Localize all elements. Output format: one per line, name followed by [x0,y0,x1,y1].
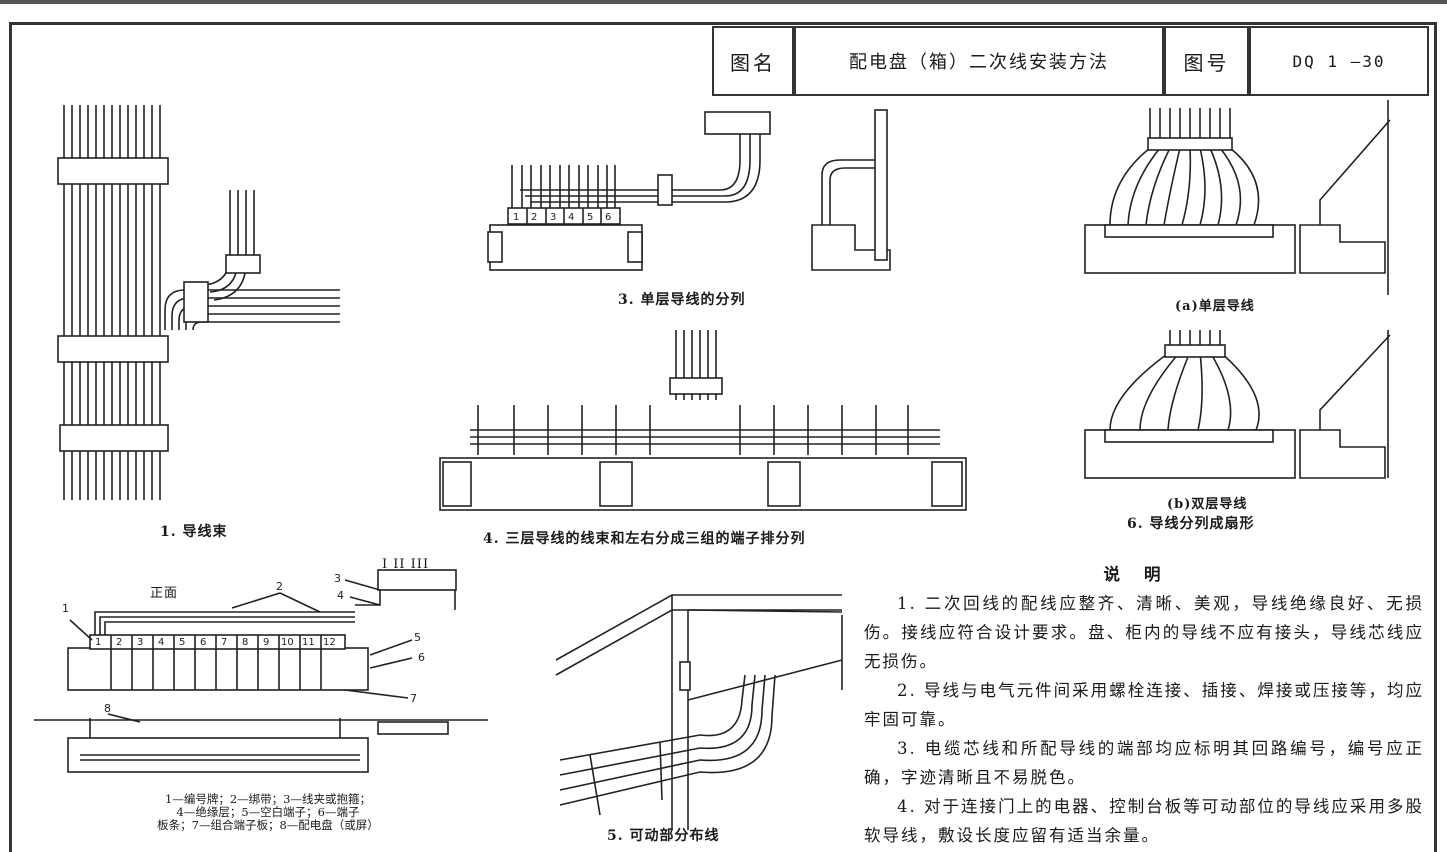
fig3-single-layer [487,109,891,271]
legend-line-3: 板条；7—组合端子板；8—配电盘（或屏） [157,818,379,832]
svg-text:4: 4 [337,589,344,602]
svg-text:3: 3 [137,637,143,648]
fig2-callouts: 123 456 78 [62,572,425,715]
svg-text:5: 5 [179,637,185,648]
svg-text:1: 1 [62,602,69,615]
fig6b-caption: (b)双层导线 [1167,497,1248,512]
fig1-wire-bundle [57,105,340,500]
title-block-number-label: 图号 [1164,26,1249,96]
title-block-name-label: 图名 [712,26,794,96]
svg-text:7: 7 [221,637,227,648]
fig4-three-layer [439,330,967,511]
svg-text:11: 11 [302,637,315,648]
svg-text:6: 6 [418,651,425,664]
note-item: 3. 电缆芯线和所配导线的端部均应标明其回路编号，编号应正确，字迹清晰且不易脱色… [864,739,1424,787]
svg-text:9: 9 [263,637,269,648]
fig6a-caption: (a)单层导线 [1175,299,1255,314]
svg-text:4: 4 [568,212,574,223]
svg-text:6: 6 [200,637,206,648]
title-block-name-value: 配电盘（箱）二次线安装方法 [794,26,1164,96]
legend-line-2: 4—绝缘层；5—空白端子；6—端子 [176,805,360,819]
fig2-terminal-assembly [34,569,488,773]
fig2-front-label: 正面 [150,586,179,601]
svg-text:3: 3 [550,212,556,223]
drawing-sheet [9,22,1437,852]
svg-text:2: 2 [116,637,122,648]
notes-heading: 说明 [1103,565,1185,584]
svg-text:10: 10 [281,637,294,648]
svg-text:6: 6 [605,212,611,223]
notes-section: 说明 1. 二次回线的配线应整齐、清晰、美观，导线绝缘良好、无损伤。接线应符合设… [864,560,1424,850]
title-block-number-value: DQ 1 —30 [1249,26,1429,96]
fig3-caption: 3. 单层导线的分列 [618,292,746,308]
note-item: 4. 对于连接门上的电器、控制台板等可动部位的导线应采用多股软导线，敷设长度应留… [864,797,1424,845]
fig1-caption: 1. 导线束 [160,524,228,540]
svg-text:1: 1 [513,212,519,223]
svg-text:2: 2 [531,212,537,223]
svg-text:8: 8 [104,702,111,715]
svg-text:5: 5 [587,212,593,223]
note-item: 2. 导线与电气元件间采用螺栓连接、插接、焊接或压接等，均应牢固可靠。 [864,681,1424,729]
top-border [0,0,1447,4]
fig6-caption: 6. 导线分列成扇形 [1127,516,1255,532]
fig5-caption: 5. 可动部分布线 [607,828,720,844]
note-item: 1. 二次回线的配线应整齐、清晰、美观，导线绝缘良好、无损伤。接线应符合设计要求… [864,594,1424,671]
fig4-caption: 4. 三层导线的线束和左右分成三组的端子排分列 [483,531,806,547]
svg-text:5: 5 [414,631,421,644]
fig6-fan-out [1084,100,1391,479]
svg-text:4: 4 [158,637,164,648]
svg-text:2: 2 [276,580,283,593]
fig2-legend: 1—编号牌；2—绑带；3—线夹或抱箍； 4—绝缘层；5—空白端子；6—端子 板条… [88,793,448,832]
svg-text:7: 7 [410,692,417,705]
legend-line-1: 1—编号牌；2—绑带；3—线夹或抱箍； [165,792,371,806]
fig2-roman-label: I II III [382,557,430,572]
fig5-moving-part [555,594,843,830]
svg-text:3: 3 [334,572,341,585]
svg-text:12: 12 [323,637,336,648]
svg-text:1: 1 [95,637,101,648]
svg-text:8: 8 [242,637,248,648]
